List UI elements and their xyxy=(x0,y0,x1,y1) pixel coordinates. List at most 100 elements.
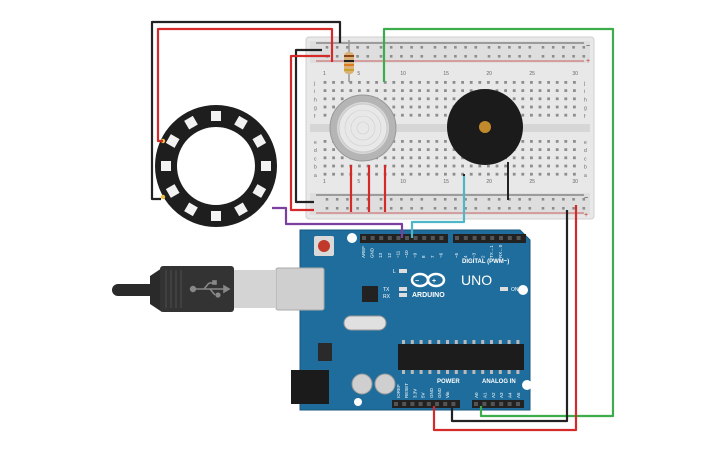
bb-hole[interactable] xyxy=(392,89,396,92)
bb-hole[interactable] xyxy=(495,89,499,92)
bb-rail-hole[interactable] xyxy=(582,207,586,210)
bb-hole[interactable] xyxy=(547,97,550,101)
bb-hole[interactable] xyxy=(401,113,404,117)
neopixel-led[interactable] xyxy=(161,161,171,171)
bb-hole[interactable] xyxy=(444,140,447,143)
bb-rail-hole[interactable] xyxy=(497,207,501,210)
bb-hole[interactable] xyxy=(538,97,542,101)
bb-hole[interactable] xyxy=(538,172,542,176)
bb-hole[interactable] xyxy=(555,156,559,160)
bb-rail-hole[interactable] xyxy=(389,198,393,201)
bb-hole[interactable] xyxy=(366,81,370,84)
header-pin[interactable] xyxy=(474,402,478,406)
bb-hole[interactable] xyxy=(332,97,335,101)
bb-hole[interactable] xyxy=(573,156,576,160)
gas-sensor[interactable] xyxy=(329,94,397,162)
bb-hole[interactable] xyxy=(547,89,550,92)
bb-hole[interactable] xyxy=(383,97,387,101)
bb-rail-hole[interactable] xyxy=(528,198,532,201)
bb-hole[interactable] xyxy=(323,156,327,160)
bb-rail-hole[interactable] xyxy=(420,46,424,49)
header-pin[interactable] xyxy=(516,236,521,240)
bb-rail-hole[interactable] xyxy=(582,198,586,201)
header-pin[interactable] xyxy=(435,402,439,406)
bb-rail-hole[interactable] xyxy=(518,55,521,58)
bb-hole[interactable] xyxy=(409,105,413,109)
bb-rail-hole[interactable] xyxy=(325,46,329,49)
bb-hole[interactable] xyxy=(426,97,430,101)
bb-hole[interactable] xyxy=(409,148,413,151)
neopixel-led[interactable] xyxy=(252,184,267,198)
wire-cyan-buzzer[interactable] xyxy=(410,176,466,238)
bb-hole[interactable] xyxy=(358,164,361,168)
bb-hole[interactable] xyxy=(530,156,533,160)
bb-hole[interactable] xyxy=(332,81,335,84)
bb-hole[interactable] xyxy=(487,164,490,168)
bb-hole[interactable] xyxy=(521,89,525,92)
reset-button[interactable] xyxy=(318,240,330,252)
bb-hole[interactable] xyxy=(323,164,327,168)
bb-hole[interactable] xyxy=(521,140,525,143)
bb-hole[interactable] xyxy=(478,164,482,168)
bb-rail-hole[interactable] xyxy=(379,46,383,49)
bb-hole[interactable] xyxy=(332,89,335,92)
bb-hole[interactable] xyxy=(418,156,421,160)
bb-hole[interactable] xyxy=(435,172,439,176)
header-pin[interactable] xyxy=(422,236,427,240)
bb-hole[interactable] xyxy=(409,156,413,160)
neopixel-led[interactable] xyxy=(211,211,221,221)
neopixel-led[interactable] xyxy=(165,134,180,148)
bb-rail-hole[interactable] xyxy=(389,55,393,58)
bb-hole[interactable] xyxy=(401,140,404,143)
bb-hole[interactable] xyxy=(392,172,396,176)
neopixel-led[interactable] xyxy=(211,111,221,121)
bb-rail-hole[interactable] xyxy=(400,198,403,201)
bb-hole[interactable] xyxy=(418,172,421,176)
bb-rail-hole[interactable] xyxy=(454,207,457,210)
bb-hole[interactable] xyxy=(538,105,542,109)
bb-hole[interactable] xyxy=(530,97,533,101)
bb-hole[interactable] xyxy=(512,164,516,168)
header-pin[interactable] xyxy=(516,402,520,406)
bb-hole[interactable] xyxy=(340,156,344,160)
header-pin[interactable] xyxy=(490,402,495,406)
bb-hole[interactable] xyxy=(487,81,490,84)
bb-rail-hole[interactable] xyxy=(572,198,575,201)
bb-hole[interactable] xyxy=(530,164,533,168)
bb-rail-hole[interactable] xyxy=(400,46,403,49)
bb-rail-hole[interactable] xyxy=(464,46,467,49)
bb-hole[interactable] xyxy=(340,172,344,176)
bb-hole[interactable] xyxy=(530,105,533,109)
header-pin[interactable] xyxy=(463,236,468,240)
neopixel-led[interactable] xyxy=(261,161,271,171)
neopixel-ring-12[interactable] xyxy=(155,105,277,227)
bb-rail-hole[interactable] xyxy=(379,55,383,58)
bb-rail-hole[interactable] xyxy=(420,198,424,201)
bb-hole[interactable] xyxy=(444,172,447,176)
bb-rail-hole[interactable] xyxy=(464,55,467,58)
bb-hole[interactable] xyxy=(538,156,542,160)
bb-hole[interactable] xyxy=(495,172,499,176)
bb-hole[interactable] xyxy=(573,148,576,151)
bb-hole[interactable] xyxy=(340,81,344,84)
bb-hole[interactable] xyxy=(538,148,542,151)
bb-hole[interactable] xyxy=(418,89,421,92)
header-pin[interactable] xyxy=(499,402,504,406)
bb-rail-hole[interactable] xyxy=(420,207,424,210)
bb-hole[interactable] xyxy=(418,113,421,117)
bb-hole[interactable] xyxy=(547,105,550,109)
bb-rail-hole[interactable] xyxy=(379,207,383,210)
bb-rail-hole[interactable] xyxy=(356,46,359,49)
bb-rail-hole[interactable] xyxy=(474,55,478,58)
bb-rail-hole[interactable] xyxy=(508,198,511,201)
bb-hole[interactable] xyxy=(358,89,361,92)
bb-rail-hole[interactable] xyxy=(528,46,532,49)
header-pin[interactable] xyxy=(362,236,366,240)
bb-hole[interactable] xyxy=(555,113,559,117)
bb-hole[interactable] xyxy=(452,89,456,92)
bb-hole[interactable] xyxy=(573,97,576,101)
bb-hole[interactable] xyxy=(564,140,568,143)
bb-rail-hole[interactable] xyxy=(551,207,555,210)
bb-rail-hole[interactable] xyxy=(379,198,383,201)
bb-hole[interactable] xyxy=(375,89,378,92)
